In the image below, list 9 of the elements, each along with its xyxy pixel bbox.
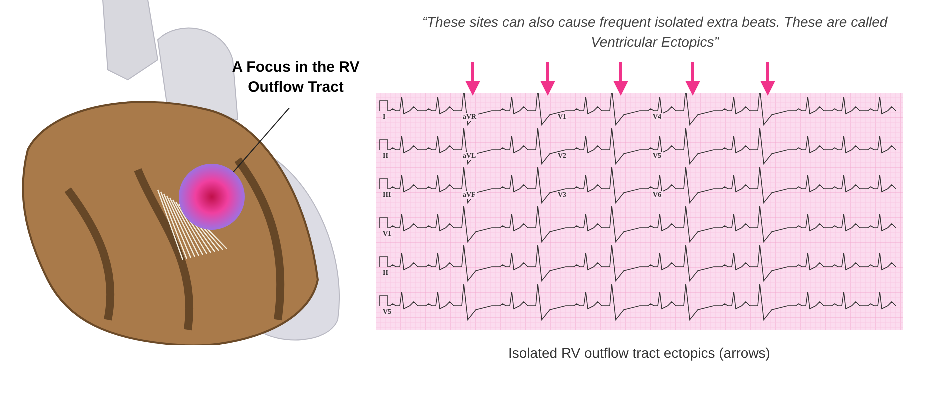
arrow [760, 62, 776, 96]
caption: Isolated RV outflow tract ectopics (arrows) [508, 345, 772, 361]
arrow [686, 62, 700, 96]
arrow [466, 62, 480, 96]
arrow [540, 62, 556, 96]
arrow [614, 62, 628, 96]
callout-text: A Focus in the RV Outflow Tract [232, 58, 360, 98]
leader-line [233, 108, 290, 173]
quote-text: “These sites can also cause frequent isolated extra beats. These are called Ventricular Ectopics” [421, 13, 889, 52]
